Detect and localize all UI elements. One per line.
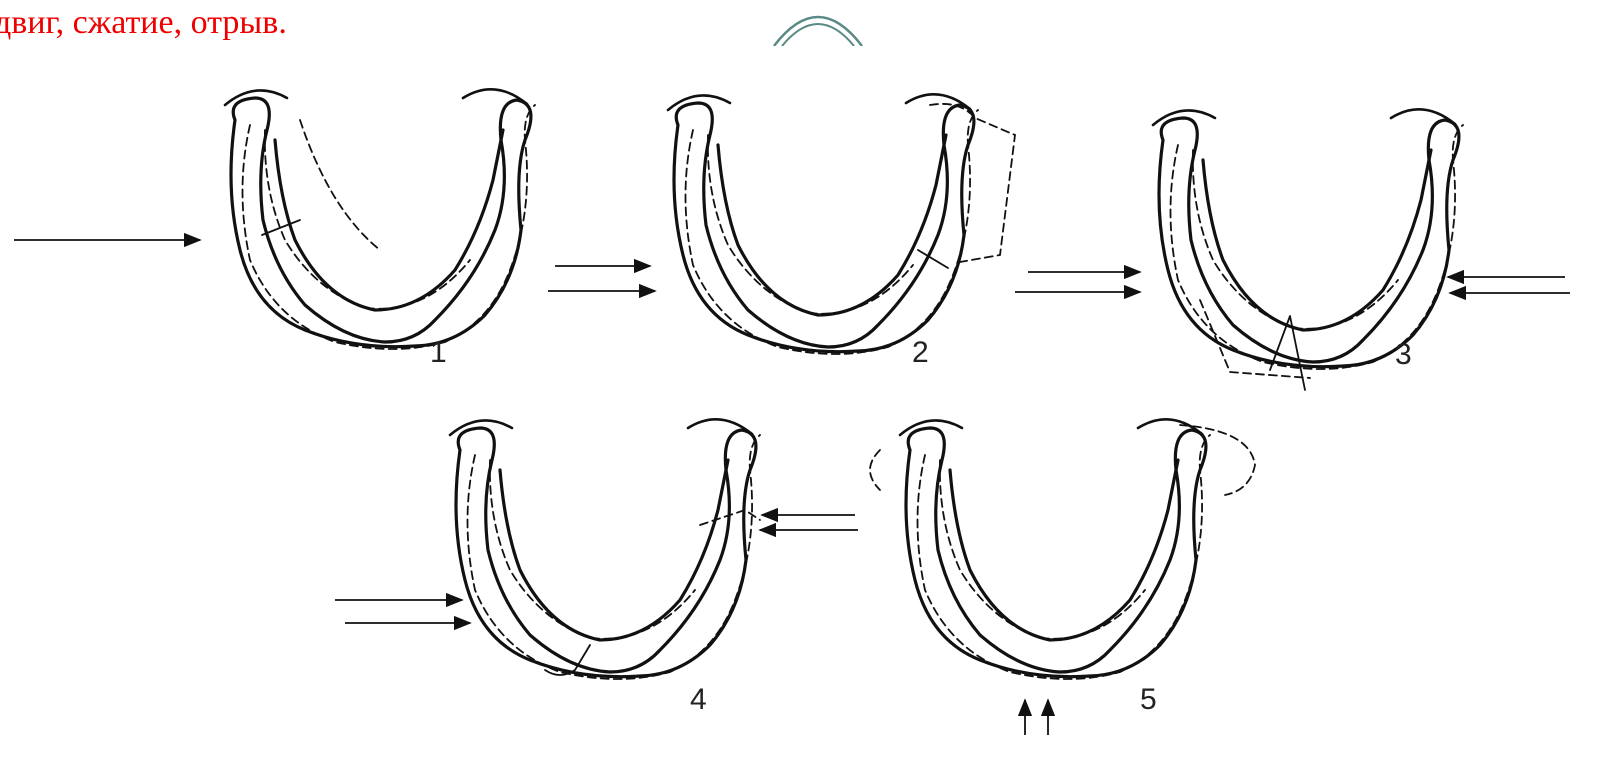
figure-label: 1 [430, 336, 447, 369]
figure-5 [869, 417, 1256, 735]
figure-label: 5 [1140, 683, 1157, 716]
figure-label: 2 [912, 336, 929, 369]
ornament-arc-icon [773, 15, 863, 46]
figure-2 [548, 92, 1016, 356]
figure-3 [1015, 107, 1570, 391]
figure-label: 3 [1395, 338, 1412, 371]
figure-label: 4 [690, 683, 707, 716]
slide-title: двиг, сжатие, отрыв. [0, 4, 287, 41]
figure-4 [335, 417, 858, 681]
figure-1 [14, 87, 537, 351]
